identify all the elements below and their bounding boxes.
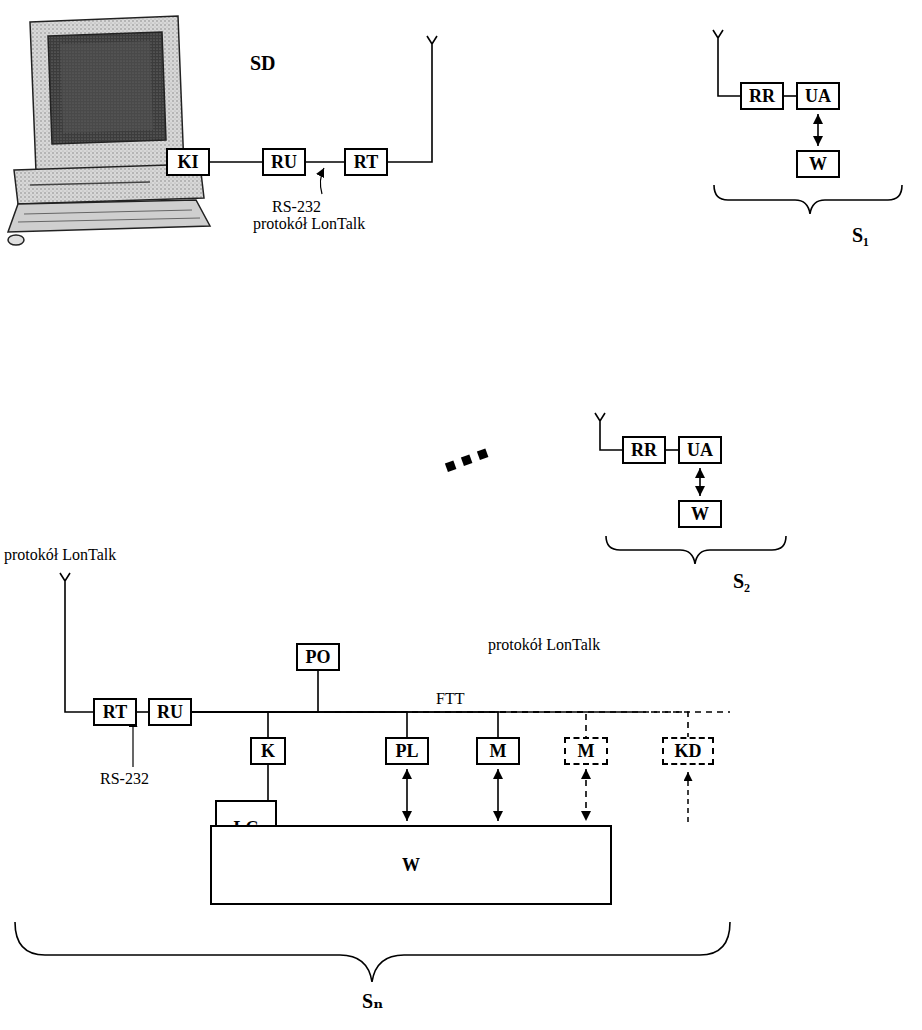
object-box: W	[796, 150, 840, 178]
monitor-body	[30, 16, 184, 172]
protocol-label: protokół LonTalk	[488, 636, 600, 654]
protocol-label: protokół LonTalk	[4, 546, 116, 564]
connector-arrow	[497, 769, 499, 821]
drive-slot	[30, 182, 150, 185]
object-box: W	[210, 825, 612, 905]
keyboard-row	[18, 218, 200, 222]
connector-arrow	[406, 769, 408, 821]
connector-line	[210, 161, 262, 163]
keyboard	[8, 200, 210, 232]
local-computer: LC	[215, 800, 277, 856]
box-label: PO	[306, 647, 331, 668]
radio-receiver: RR	[622, 436, 666, 464]
antenna-lead	[60, 573, 93, 712]
interface-label: RS-232	[100, 770, 149, 788]
box-label: PL	[395, 741, 418, 762]
station-label: SD	[250, 52, 276, 75]
connector-line	[666, 449, 678, 451]
dot	[461, 455, 473, 467]
connector-line	[192, 712, 407, 737]
connector-line	[306, 161, 344, 163]
connector-line	[192, 712, 688, 737]
sensor-box: KD	[662, 737, 714, 765]
radio-transceiver: RT	[93, 698, 137, 726]
box-label: LC	[233, 818, 258, 839]
box-label: W	[691, 504, 709, 525]
group-brace	[714, 185, 902, 214]
antenna-lead	[388, 36, 437, 162]
antenna-lead	[713, 30, 740, 96]
box-label: UA	[687, 440, 713, 461]
bus-label: FTT	[436, 690, 464, 708]
dot	[477, 449, 489, 461]
box-label: W	[809, 154, 827, 175]
connector-line	[137, 711, 148, 713]
box-label: KD	[675, 741, 702, 762]
interface-label: RS-232	[272, 198, 321, 216]
controller: K	[250, 737, 286, 765]
monitor-screen	[48, 32, 166, 144]
box-label: RR	[749, 86, 775, 107]
box-label: RU	[157, 702, 183, 723]
box-label: W	[402, 855, 420, 876]
module-box: M	[476, 737, 520, 765]
radio-transceiver: RT	[344, 148, 388, 176]
interface-card: KI	[166, 148, 210, 176]
leader-arrow	[132, 718, 133, 767]
connector-arrow	[585, 769, 587, 821]
radio-receiver: RR	[740, 82, 784, 110]
antenna-group	[60, 30, 740, 712]
operator-panel: PO	[296, 643, 340, 671]
box-label: RT	[354, 152, 378, 173]
brace-group	[15, 185, 902, 982]
group-label: S₂	[733, 570, 750, 593]
box-label: K	[261, 741, 275, 762]
connector-line	[192, 712, 586, 737]
box-label: RT	[103, 702, 127, 723]
module-box: M	[564, 737, 608, 765]
connector-arrow	[817, 114, 819, 146]
actuator-unit: UA	[796, 82, 840, 110]
box-label: M	[490, 741, 507, 762]
ellipsis-dots	[445, 449, 489, 473]
box-label: KI	[177, 152, 198, 173]
actuator-unit: UA	[678, 436, 722, 464]
computer-illustration	[8, 16, 210, 245]
box-label: RR	[631, 440, 657, 461]
connector-line	[192, 712, 498, 737]
input-arrow	[687, 772, 689, 822]
group-label: Sₙ	[362, 990, 384, 1013]
group-brace	[606, 536, 786, 564]
radio-unit: RU	[262, 148, 306, 176]
dot	[445, 461, 457, 473]
connector-line	[192, 671, 318, 712]
object-box: W	[678, 500, 722, 528]
box-label: M	[578, 741, 595, 762]
bus-extension	[640, 711, 730, 713]
group-brace	[15, 922, 730, 982]
protocol-label: protokół LonTalk	[253, 215, 365, 233]
radio-unit: RU	[148, 698, 192, 726]
connector-line	[192, 712, 268, 737]
connector-line	[784, 95, 796, 97]
connector-line	[267, 765, 269, 800]
keyboard-row	[24, 210, 192, 214]
plc-module: PL	[385, 737, 429, 765]
mouse	[8, 235, 24, 245]
connector-arrow	[699, 468, 701, 496]
box-label: RU	[271, 152, 297, 173]
box-label: UA	[805, 86, 831, 107]
antenna-lead	[595, 413, 622, 450]
screen-glare	[60, 41, 153, 133]
leader-arrow	[320, 168, 324, 194]
group-label: S₁	[852, 224, 869, 247]
system-unit	[14, 164, 204, 204]
